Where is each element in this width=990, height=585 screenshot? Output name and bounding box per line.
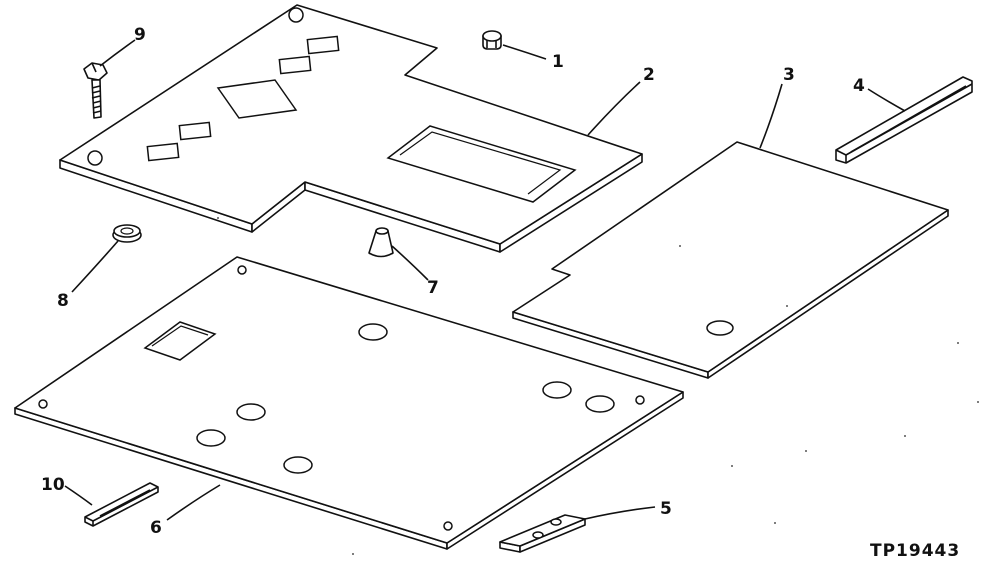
- part-2-upper-plate: [59, 4, 643, 253]
- callout-labels: 1 2 3 4 5 6 7 8 9 10: [41, 25, 865, 538]
- leader-7: [391, 245, 429, 281]
- leader-5: [584, 506, 656, 520]
- callout-1: 1: [552, 52, 564, 72]
- part-7-bumper: [368, 227, 394, 258]
- part-9-bolt: [83, 62, 108, 119]
- leader-10: [64, 485, 93, 506]
- part-8-grommet: [112, 224, 142, 243]
- part-1-clip: [482, 30, 502, 50]
- part-5-bracket: [499, 514, 586, 553]
- callout-3: 3: [783, 65, 795, 85]
- leader-9: [99, 39, 136, 67]
- callout-7: 7: [427, 278, 439, 298]
- callout-10: 10: [41, 475, 65, 495]
- callout-2: 2: [643, 65, 655, 85]
- callout-5: 5: [660, 499, 672, 519]
- leader-6: [166, 484, 221, 521]
- part-4-trim-strip: [835, 76, 973, 164]
- figure-id: TP19443: [870, 541, 960, 561]
- callout-4: 4: [853, 76, 865, 96]
- leader-8: [71, 240, 119, 293]
- callout-6: 6: [150, 518, 162, 538]
- callout-9: 9: [134, 25, 146, 45]
- part-6-lower-plate: [14, 256, 684, 550]
- callout-8: 8: [57, 291, 69, 311]
- leader-3: [759, 83, 783, 149]
- part-3-right-plate: [512, 141, 949, 379]
- leader-2: [587, 81, 641, 136]
- leader-4: [867, 88, 906, 112]
- scan-specks: [217, 217, 979, 555]
- part-10-strip: [84, 482, 159, 527]
- leader-lines: [64, 39, 906, 521]
- leader-1: [502, 44, 547, 60]
